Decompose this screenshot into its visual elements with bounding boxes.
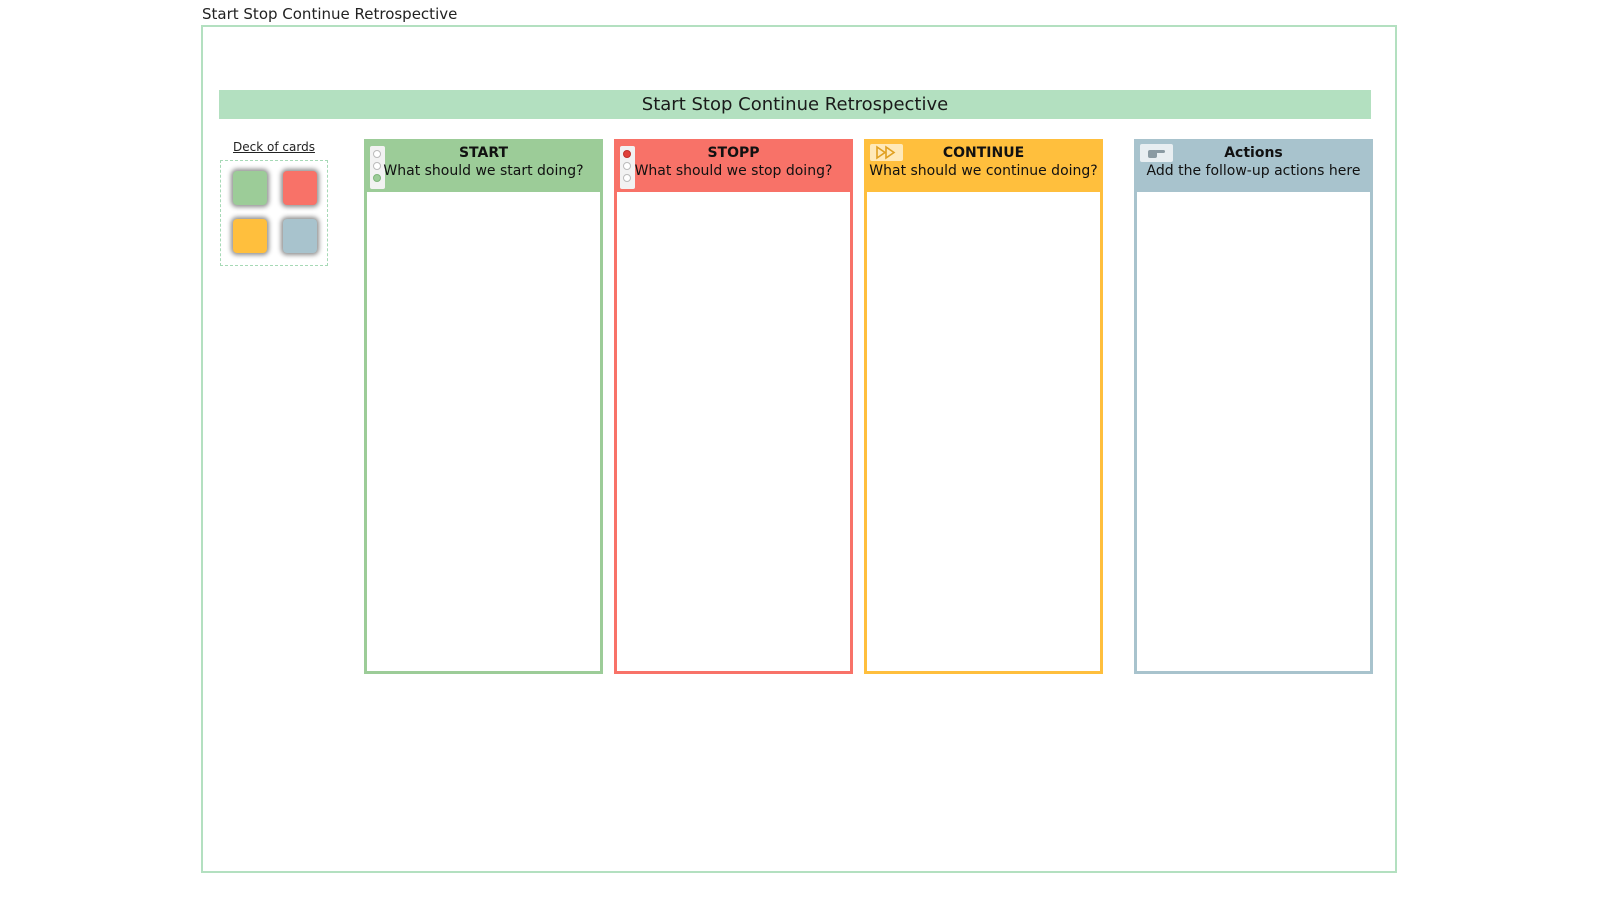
column-actions-subtitle: Add the follow-up actions here [1146, 163, 1361, 179]
deck-label: Deck of cards [233, 140, 315, 154]
column-stop-subtitle: What should we stop doing? [634, 163, 833, 179]
pointing-hand-icon [1140, 144, 1173, 162]
column-actions-header: Actions Add the follow-up actions here [1137, 142, 1370, 192]
deck-card-green[interactable] [233, 171, 267, 205]
column-start[interactable]: START What should we start doing? [364, 139, 603, 674]
column-actions-title: Actions [1224, 145, 1283, 161]
traffic-light-red-icon [620, 146, 635, 189]
board-frame [201, 25, 1397, 873]
deck-of-cards [220, 160, 328, 266]
column-start-subtitle: What should we start doing? [383, 163, 584, 179]
fast-forward-icon [870, 144, 903, 161]
column-start-header: START What should we start doing? [367, 142, 600, 192]
column-continue-title: CONTINUE [942, 145, 1025, 161]
deck-card-red[interactable] [283, 171, 317, 205]
page-title: Start Stop Continue Retrospective [202, 5, 458, 23]
deck-card-blue[interactable] [283, 219, 317, 253]
column-continue-header: CONTINUE What should we continue doing? [867, 142, 1100, 192]
column-continue-subtitle: What should we continue doing? [869, 163, 1098, 179]
column-stop[interactable]: STOPP What should we stop doing? [614, 139, 853, 674]
board-title-banner: Start Stop Continue Retrospective [219, 90, 1371, 119]
traffic-light-green-icon [370, 146, 385, 189]
deck-card-yellow[interactable] [233, 219, 267, 253]
column-stop-title: STOPP [707, 145, 760, 161]
column-continue[interactable]: CONTINUE What should we continue doing? [864, 139, 1103, 674]
column-actions[interactable]: Actions Add the follow-up actions here [1134, 139, 1373, 674]
column-stop-header: STOPP What should we stop doing? [617, 142, 850, 192]
column-start-title: START [458, 145, 509, 161]
